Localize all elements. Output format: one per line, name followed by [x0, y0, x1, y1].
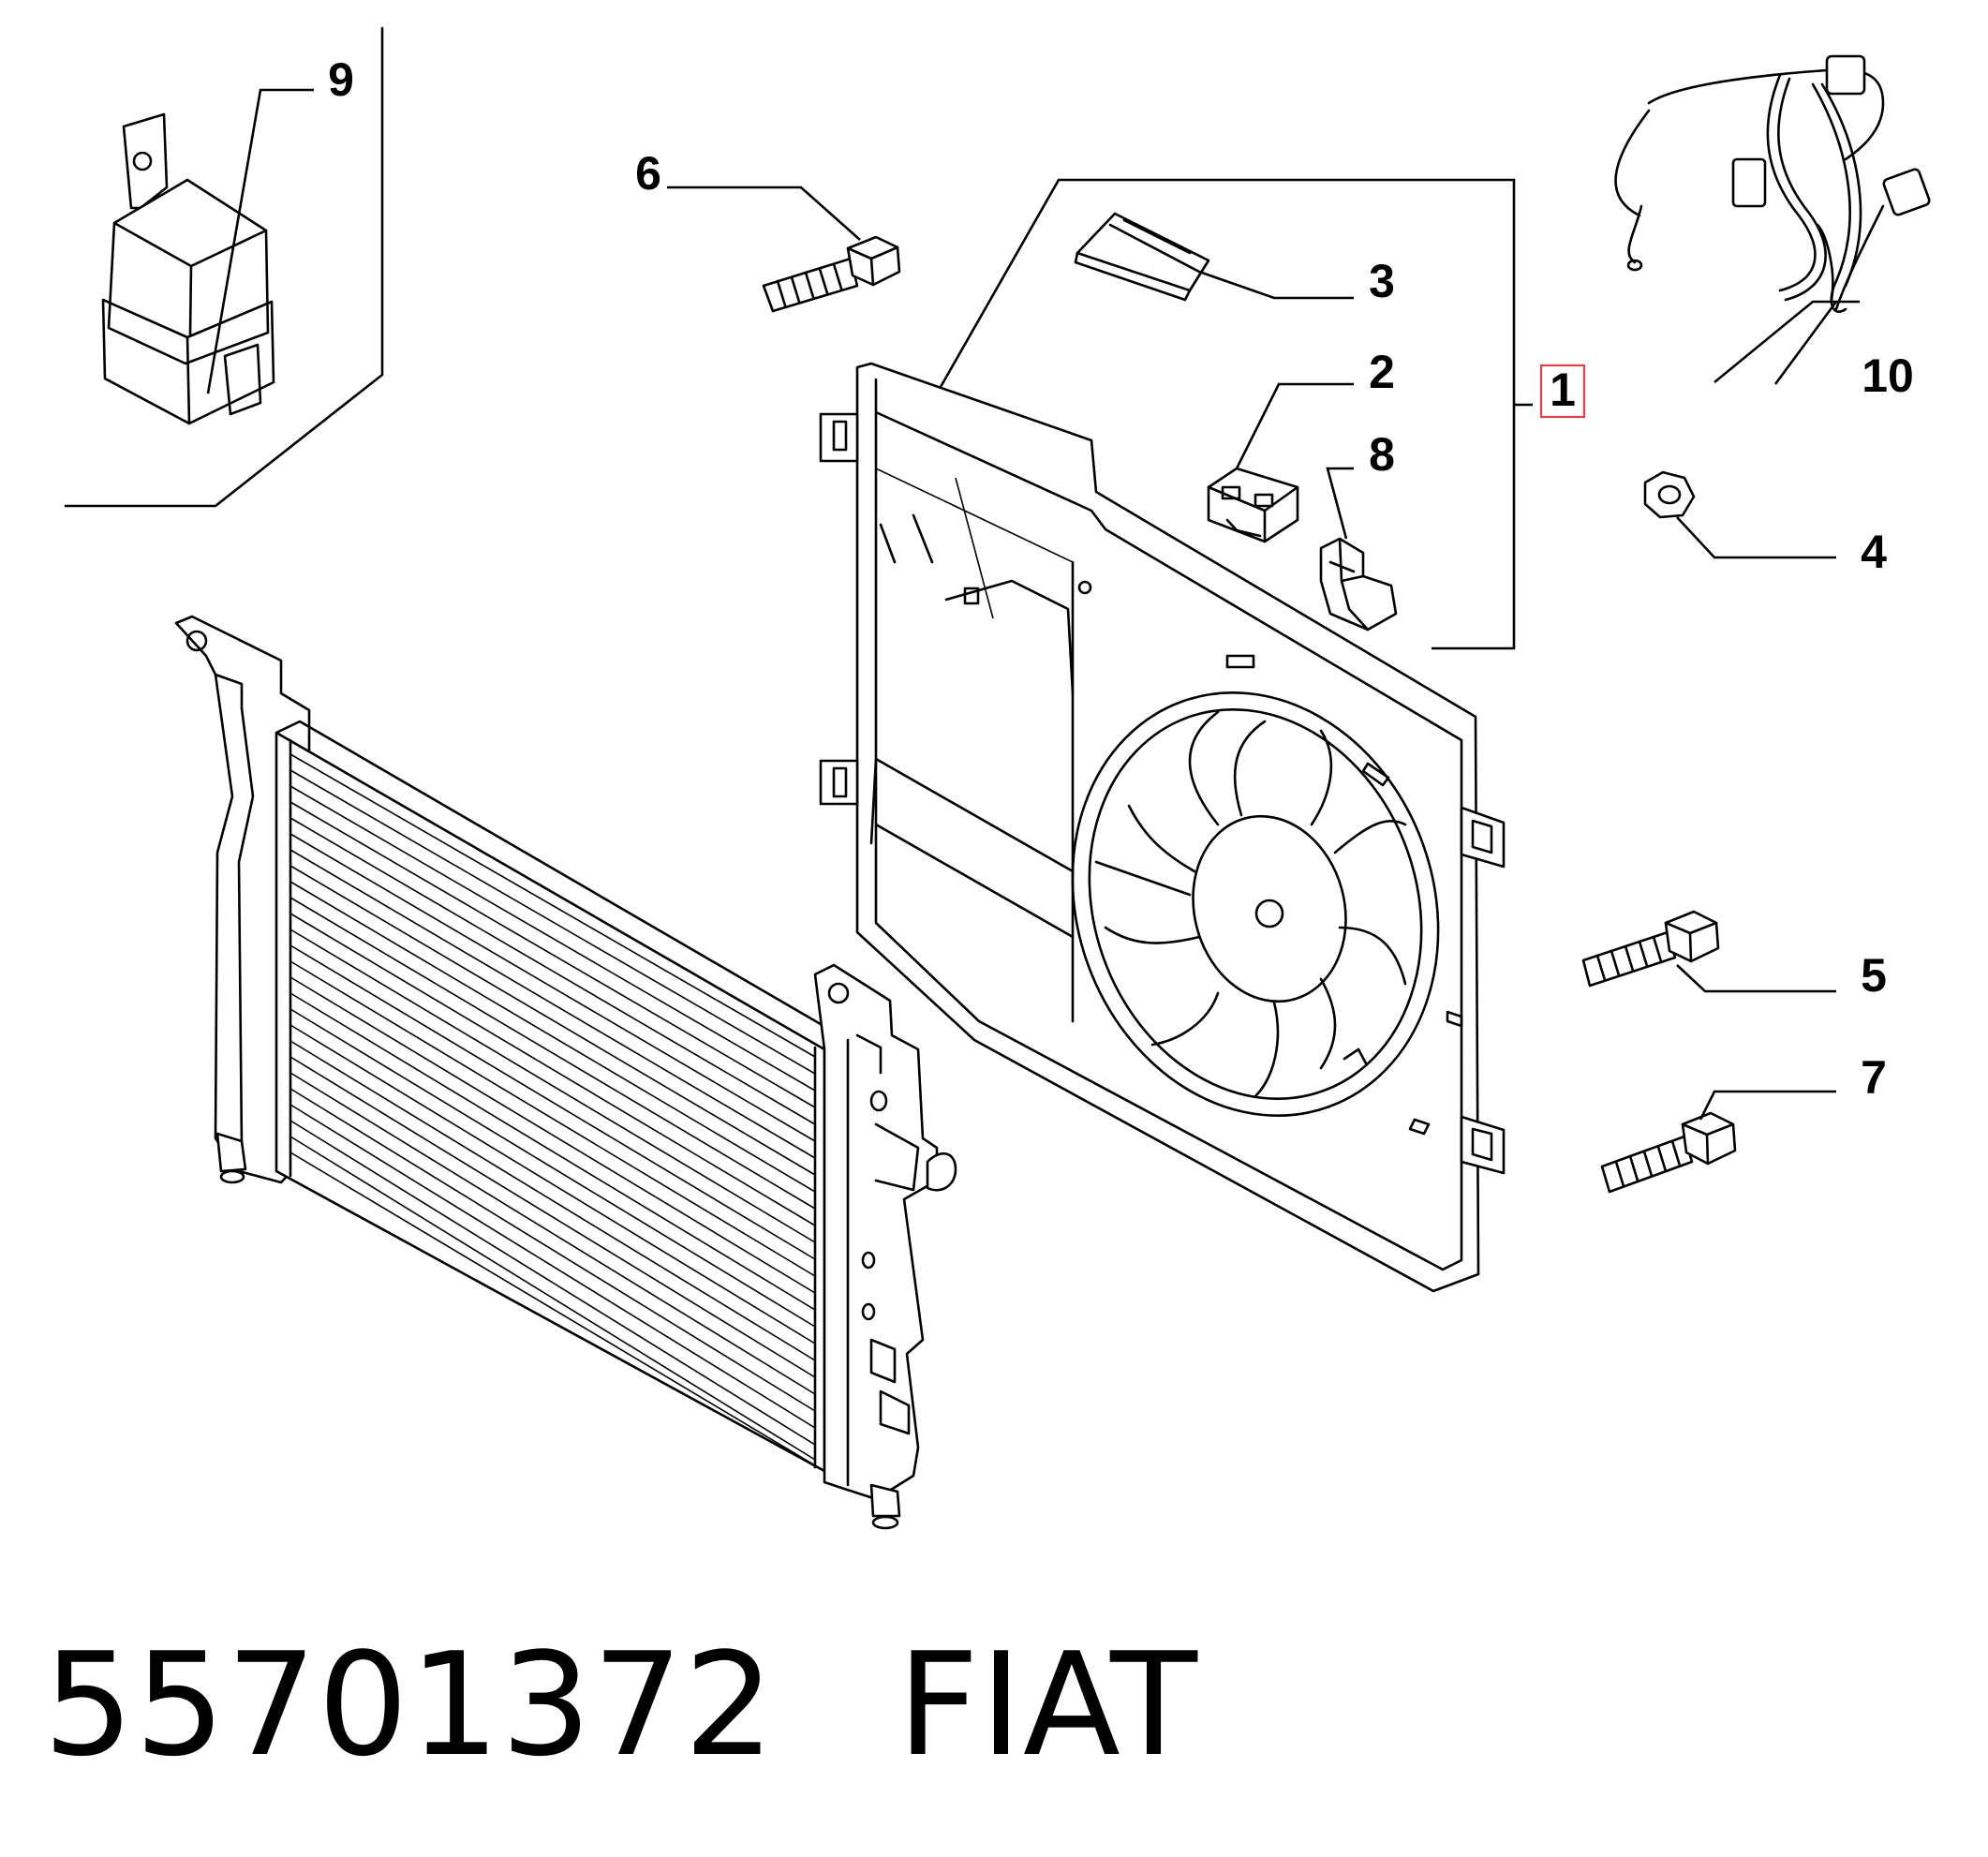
- bracket-part[interactable]: [1207, 382, 1354, 543]
- callout-6[interactable]: 6: [635, 147, 661, 200]
- holder-part[interactable]: [1319, 467, 1398, 631]
- nut-part[interactable]: [1643, 470, 1836, 559]
- callout-9[interactable]: 9: [328, 53, 354, 106]
- callout-7[interactable]: 7: [1861, 1051, 1887, 1104]
- wiring-harness-part[interactable]: [1614, 54, 1931, 313]
- clip-part[interactable]: [1074, 212, 1354, 302]
- callout-1[interactable]: 1: [1550, 364, 1576, 416]
- radiator-fins: [289, 753, 816, 1466]
- callout-2[interactable]: 2: [1369, 346, 1395, 398]
- callout-1-bracket: [935, 178, 1533, 650]
- callout-leaders: [206, 88, 1860, 394]
- bolt-5-part[interactable]: [1581, 910, 1836, 993]
- callout-8[interactable]: 8: [1369, 428, 1395, 481]
- callout-5[interactable]: 5: [1861, 949, 1887, 1002]
- callout-10[interactable]: 10: [1862, 349, 1914, 402]
- callout-labels: 1 2 3 4 5 6 7 8 9 10: [328, 53, 1914, 1104]
- bolt-6-part[interactable]: [667, 186, 901, 313]
- fan-shroud-part[interactable]: [819, 362, 1506, 1293]
- bolt-7-part[interactable]: [1600, 1090, 1836, 1194]
- radiator-part[interactable]: [174, 615, 957, 1530]
- callout-4[interactable]: 4: [1861, 526, 1887, 578]
- part-number: 55701372: [43, 1622, 776, 1788]
- callout-3[interactable]: 3: [1369, 255, 1395, 307]
- callout-1-highlight: [1539, 364, 1586, 419]
- relay-part[interactable]: [64, 26, 384, 508]
- brand-name: FIAT: [897, 1622, 1198, 1788]
